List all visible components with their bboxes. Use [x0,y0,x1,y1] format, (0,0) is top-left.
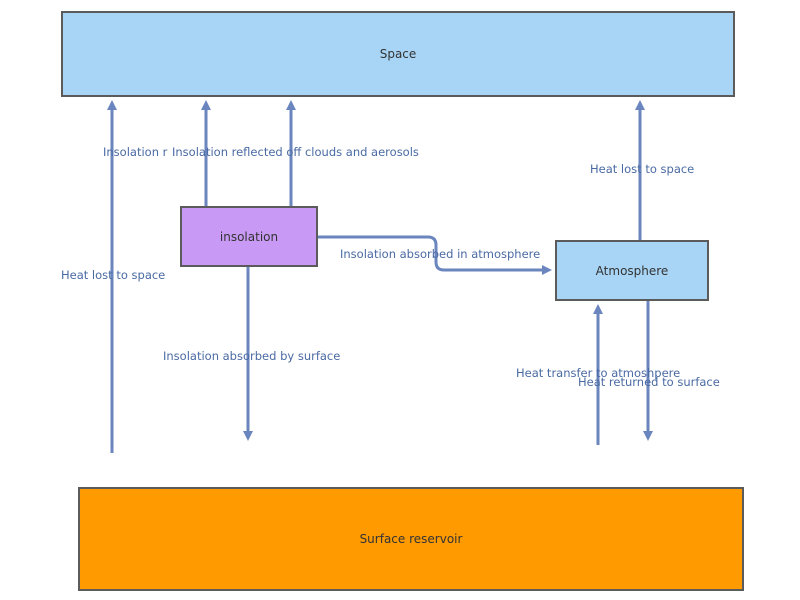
node-space[interactable]: Space [61,11,735,97]
node-atmosphere-label: Atmosphere [595,263,669,278]
node-surface-reservoir[interactable]: Surface reservoir [78,487,744,591]
label-heat-lost-right: Heat lost to space [590,162,695,176]
label-heat-transfer: Heat transfer to atmoshpere [516,366,681,380]
label-insolation-reflected-2: Insolation reflected off clouds and aero… [172,145,419,159]
label-absorbed-atmosphere: Insolation absorbed in atmosphere [340,247,541,261]
node-insolation[interactable]: insolation [180,206,318,267]
edge-absorbed-atmosphere [318,235,552,275]
label-heat-lost-left: Heat lost to space [61,268,166,282]
node-insolation-label: insolation [219,229,279,244]
label-heat-returned: Heat returned to surface [578,375,720,389]
node-atmosphere[interactable]: Atmosphere [555,240,709,301]
label-insolation-reflected-1: Insolation r [103,145,168,159]
label-absorbed-surface: Insolation absorbed by surface [163,349,341,363]
node-space-label: Space [379,47,417,61]
node-surface-label: Surface reservoir [359,532,463,546]
